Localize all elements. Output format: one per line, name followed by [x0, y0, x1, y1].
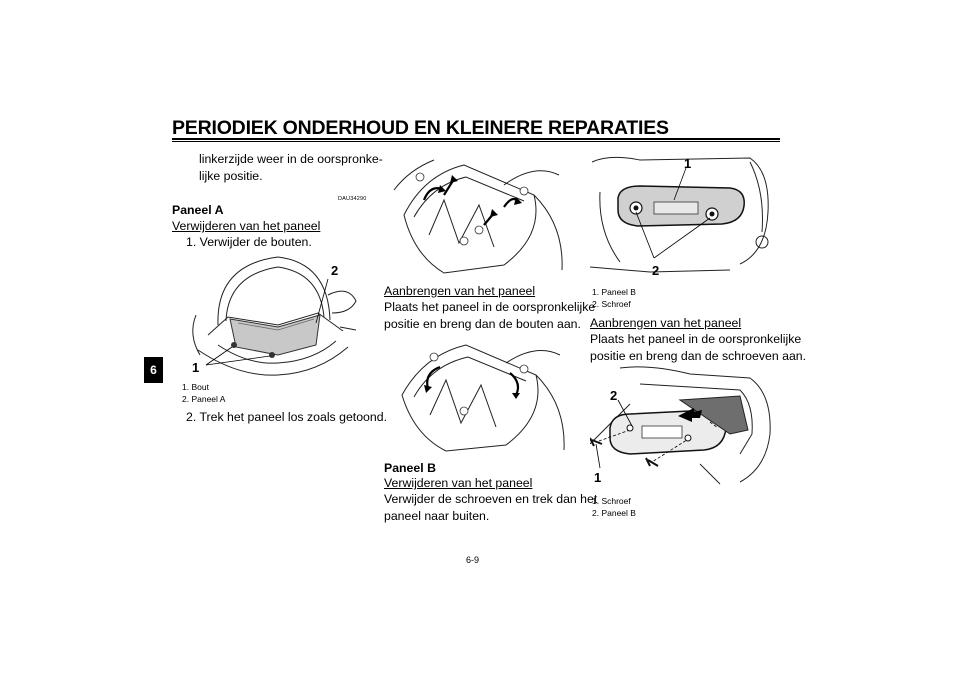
subheading-install-panel-b: Aanbrengen van het paneel: [590, 316, 742, 330]
install-text-line: positie en breng dan de schroeven aan.: [590, 349, 807, 363]
remove-text-line: paneel naar buiten.: [384, 509, 490, 523]
figure-panel-a: 1 2: [192, 256, 357, 376]
subheading-remove-panel-b: Verwijderen van het paneel: [384, 476, 533, 490]
page-title: PERIODIEK ONDERHOUD EN KLEINERE REPARATI…: [172, 117, 669, 139]
section-heading-paneel-b: Paneel B: [384, 461, 436, 475]
caption-list-b1: 1. Paneel B 2. Schroef: [592, 286, 636, 310]
step-2: 2. Trek het paneel los zoals getoond.: [186, 410, 387, 424]
chapter-tab: 6: [144, 357, 163, 383]
step-1: 1. Verwijder de bouten.: [186, 235, 312, 249]
caption-list-b2: 1. Schroef 2. Paneel B: [592, 495, 636, 519]
document-code: DAU34290: [338, 196, 367, 202]
remove-text-line: Verwijder de schroeven en trek dan het: [384, 492, 598, 506]
callout-1: 1: [192, 360, 199, 375]
caption-item: 1. Schroef: [592, 496, 631, 506]
intro-line-2: lijke positie.: [199, 169, 263, 183]
caption-item: 2. Schroef: [592, 299, 631, 309]
title-rule-thin: [172, 141, 780, 142]
caption-list-a: 1. Bout 2. Paneel A: [182, 381, 225, 405]
caption-item: 1. Bout: [182, 382, 209, 392]
figure-panel-a-install: [401, 344, 565, 452]
caption-item: 2. Paneel A: [182, 394, 226, 404]
title-rule: [172, 138, 780, 140]
install-text-line: positie en breng dan de bouten aan.: [384, 317, 581, 331]
remove-text-b: Verwijder de schroeven en trek dan het p…: [384, 491, 597, 525]
section-heading-paneel-a: Paneel A: [172, 203, 224, 217]
figure-panel-b-install: 2 1: [590, 366, 771, 485]
callout-2: 2: [610, 388, 617, 403]
install-text-line: Plaats het paneel in de oorspronkelijke: [590, 332, 802, 346]
callout-2: 2: [652, 263, 659, 278]
subheading-install-panel-a: Aanbrengen van het paneel: [384, 284, 536, 298]
subheading-remove-panel-a: Verwijderen van het paneel: [172, 219, 321, 233]
intro-text: linkerzijde weer in de oorspronke- lijke…: [199, 151, 383, 185]
callout-1: 1: [594, 470, 601, 485]
callout-1: 1: [684, 156, 691, 171]
install-text-line: Plaats het paneel in de oorspronkelijke: [384, 300, 596, 314]
figure-panel-a-removal: [393, 159, 563, 274]
figure-panel-b: 1 2: [590, 156, 769, 278]
install-text-a: Plaats het paneel in de oorspronkelijke …: [384, 299, 595, 333]
page-number: 6-9: [466, 555, 480, 565]
callout-2: 2: [331, 263, 338, 278]
caption-item: 2. Paneel B: [592, 508, 636, 518]
intro-line-1: linkerzijde weer in de oorspronke-: [199, 152, 383, 166]
install-text-b: Plaats het paneel in de oorspronkelijke …: [590, 331, 806, 365]
caption-item: 1. Paneel B: [592, 287, 636, 297]
